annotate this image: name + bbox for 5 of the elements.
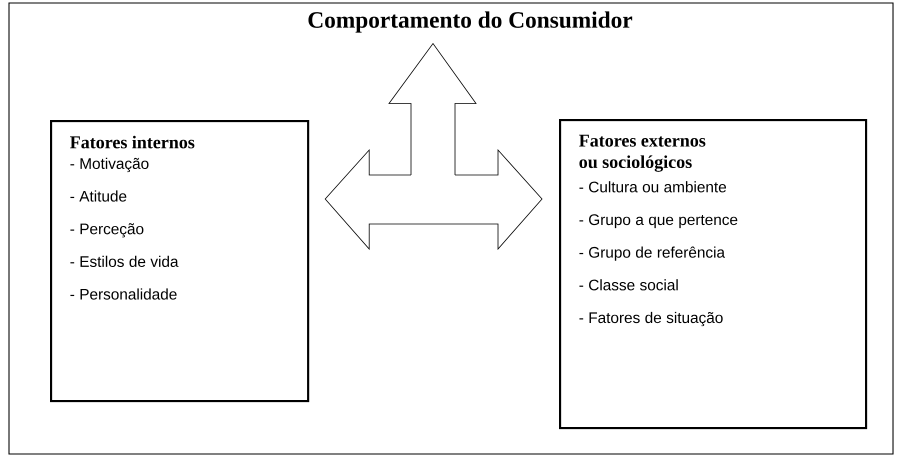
factor-box: Fatores externos ou sociológicos - Cultura ou ambiente - Grupo a que pertence - Grupo de referência - Classe social - Fatores de situação: [559, 119, 868, 430]
title: Comportamento do Consumidor: [308, 11, 632, 33]
factor-box: Fatores internos - Motivação - Atitude - Perceção - Estilos de vida - Personalidade: [50, 120, 310, 402]
block-arrow: [324, 148, 543, 250]
block-arrow: [388, 42, 477, 176]
